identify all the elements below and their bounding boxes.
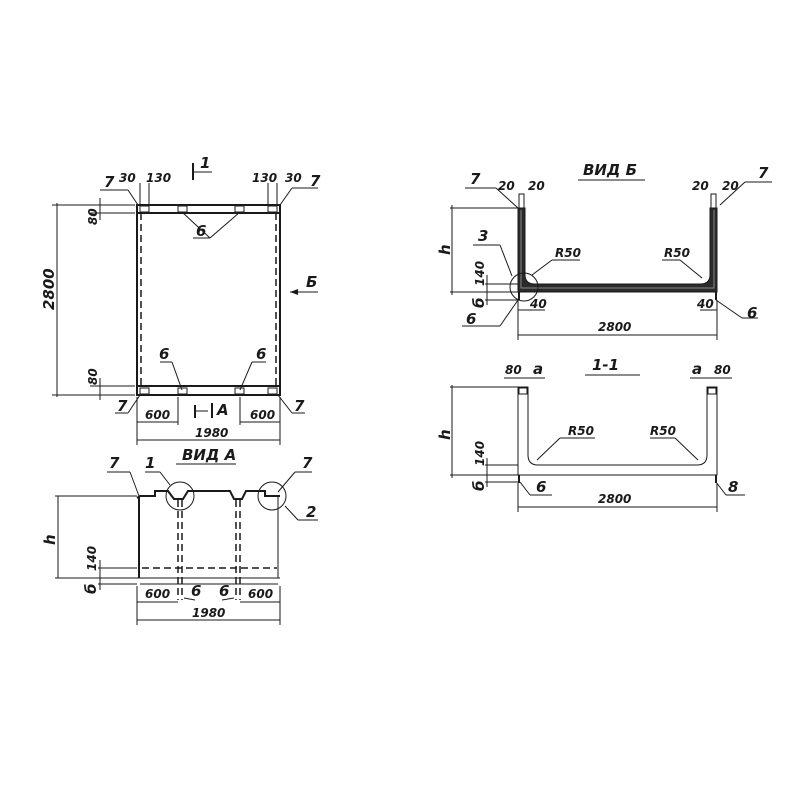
view-a-span-right: 600 — [248, 587, 273, 601]
pos-6-bottom-right: 6 — [256, 345, 266, 363]
section-title: 1-1 — [592, 356, 619, 374]
section-pos-6: 6 — [536, 478, 546, 496]
plan-view: 2800 80 80 7 30 130 130 30 7 1 6 Б 6 6 7… — [40, 154, 321, 445]
section-radius-right: R50 — [650, 424, 676, 438]
view-b: ВИД Б 7 20 20 20 20 7 h 3 R50 R50 140 б … — [436, 161, 772, 340]
view-a-callout-2: 2 — [306, 503, 316, 521]
section-right-a: a — [692, 360, 702, 378]
dim-130-top-left: 130 — [146, 171, 171, 185]
pos-6-bottom-left: 6 — [159, 345, 169, 363]
view-b-40-right: 40 — [696, 297, 714, 311]
view-b-140: 140 — [473, 261, 487, 286]
section-1-1: 1-1 80 a a 80 h R50 R50 140 б 6 8 2800 — [436, 356, 745, 512]
view-b-radius-left: R50 — [555, 246, 581, 260]
pos-7-top-left: 7 — [104, 173, 115, 191]
span-right-label: 600 — [250, 408, 275, 422]
view-a: ВИД А 7 1 7 2 h 140 б 600 6 6 600 198 — [41, 446, 318, 625]
dim-130-top-right: 130 — [252, 171, 277, 185]
end-80-bottom-label: 80 — [86, 368, 100, 385]
view-b-40-left: 40 — [529, 297, 547, 311]
section-length: 2800 — [598, 492, 631, 506]
view-a-pos-7-right: 7 — [302, 454, 313, 472]
view-b-pos-7-right: 7 — [758, 164, 769, 182]
view-b-callout-3: 3 — [478, 227, 488, 245]
view-b-20b-left: 20 — [528, 179, 545, 193]
view-b-pos-7-left: 7 — [470, 170, 481, 188]
span-left-label: 600 — [145, 408, 170, 422]
view-b-post-right — [710, 193, 717, 209]
embedded-plates — [139, 205, 278, 395]
view-b-channel — [517, 207, 718, 293]
pos-7-bottom-left: 7 — [117, 397, 128, 415]
view-b-20b-right: 20 — [722, 179, 739, 193]
view-a-callout-1: 1 — [145, 454, 155, 472]
view-a-mark: А — [216, 401, 229, 419]
section-right-80: 80 — [714, 363, 731, 377]
view-b-height-label: h — [436, 244, 454, 255]
view-a-thickness: б — [82, 584, 100, 594]
view-a-140: 140 — [85, 546, 99, 571]
view-a-pos-6-right: 6 — [219, 582, 229, 600]
view-b-length: 2800 — [598, 320, 631, 334]
dim-30-top-left: 30 — [119, 171, 136, 185]
view-a-width: 1980 — [192, 606, 225, 620]
view-b-mark: Б — [306, 273, 317, 291]
section-left-80: 80 — [505, 363, 522, 377]
view-a-span-left: 600 — [145, 587, 170, 601]
section-1-label: 1 — [200, 154, 210, 172]
view-b-thickness: б — [470, 298, 488, 308]
view-b-radius-right: R50 — [664, 246, 690, 260]
end-80-top-label: 80 — [86, 208, 100, 225]
section-radius-left: R50 — [568, 424, 594, 438]
section-channel — [517, 386, 718, 476]
section-thickness: б — [470, 481, 488, 491]
pos-7-bottom-right: 7 — [294, 397, 305, 415]
plan-outline — [136, 204, 281, 396]
callout-circle-3 — [509, 272, 539, 302]
dim-30-top-right: 30 — [285, 171, 302, 185]
view-b-20a-left: 20 — [498, 179, 515, 193]
view-b-pos-6-right: 6 — [747, 304, 757, 322]
view-b-post-left — [518, 193, 525, 209]
width-label: 1980 — [195, 426, 228, 440]
view-b-pos-6-left: 6 — [466, 310, 476, 328]
view-a-pos-7-left: 7 — [109, 454, 120, 472]
view-a-pos-6-left: 6 — [191, 582, 201, 600]
callout-circle-1 — [165, 481, 195, 511]
section-140: 140 — [473, 441, 487, 466]
pos-7-top-right: 7 — [310, 172, 321, 190]
length-label: 2800 — [40, 268, 58, 310]
view-b-20a-right: 20 — [692, 179, 709, 193]
view-b-title: ВИД Б — [583, 161, 637, 179]
section-left-a: a — [533, 360, 543, 378]
callout-circle-2 — [257, 481, 287, 511]
section-height-label: h — [436, 429, 454, 440]
view-a-height-label: h — [41, 534, 59, 545]
pos-6-top: 6 — [196, 222, 206, 240]
view-a-title: ВИД А — [182, 446, 236, 464]
section-pos-8: 8 — [728, 478, 738, 496]
